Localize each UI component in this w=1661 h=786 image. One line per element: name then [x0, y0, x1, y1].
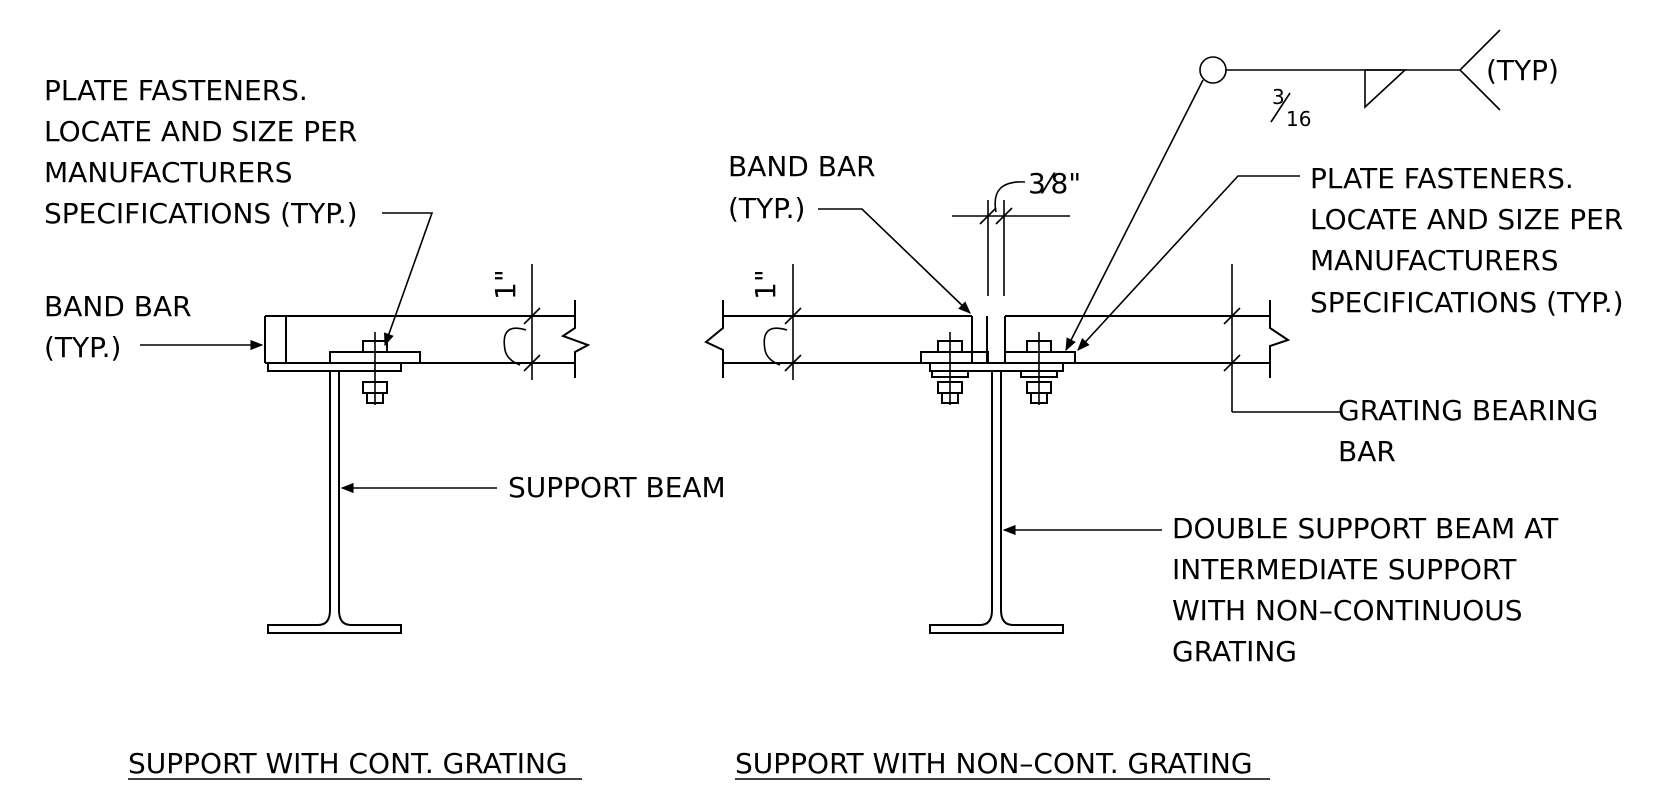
right-title: SUPPORT WITH NON–CONT. GRATING	[735, 747, 1253, 780]
left-support-beam-label: SUPPORT BEAM	[508, 471, 726, 504]
weld-size-numerator: 3	[1272, 85, 1285, 109]
weld-size-denominator: 16	[1286, 107, 1311, 131]
left-support-beam-note: SUPPORT BEAM	[340, 471, 726, 504]
right-depth-dimension: 1"	[749, 264, 802, 380]
right-gap-dimension: 3⁄8"	[952, 167, 1081, 296]
left-fastener-note-line-1: PLATE FASTENERS.	[44, 74, 308, 107]
right-double-beam-note-line-1: DOUBLE SUPPORT BEAM AT	[1172, 512, 1559, 545]
weld-tail-note: (TYP)	[1486, 54, 1559, 87]
right-plate-fastener-left	[920, 332, 989, 405]
left-band-bar-note-line-1: BAND BAR	[44, 290, 192, 323]
right-fastener-note-line-1: PLATE FASTENERS.	[1310, 162, 1574, 195]
left-grating	[264, 300, 591, 378]
right-plate-fastener-right	[1004, 332, 1076, 405]
right-double-support-beam	[929, 362, 1064, 634]
right-depth-dim-label: 1"	[749, 269, 782, 300]
right-bearing-bar-note: GRATING BEARING BAR	[1338, 394, 1598, 468]
right-band-bar-note-line-1: BAND BAR	[728, 150, 876, 183]
weld-symbol: 3 16 (TYP)	[1065, 29, 1559, 352]
right-gap-dim-label: 3⁄8"	[1028, 167, 1081, 200]
left-band-bar-note-line-2: (TYP.)	[44, 331, 121, 364]
left-fastener-note: PLATE FASTENERS. LOCATE AND SIZE PER MAN…	[44, 74, 434, 347]
right-double-beam-note-line-2: INTERMEDIATE SUPPORT	[1172, 553, 1517, 586]
right-detail: 1" 3⁄8" BAND BAR (TYP.) PLATE FASTENERS	[704, 29, 1624, 780]
right-band-bar-note-line-2: (TYP.)	[728, 192, 805, 225]
left-depth-dim-label: 1"	[489, 269, 522, 300]
right-fastener-note-line-2: LOCATE AND SIZE PER	[1310, 203, 1623, 236]
left-depth-dimension: 1"	[489, 264, 541, 380]
left-plate-fastener	[329, 332, 421, 405]
left-fastener-note-line-3: MANUFACTURERS	[44, 156, 292, 189]
right-band-bar-note: BAND BAR (TYP.)	[728, 150, 971, 314]
right-bearing-bar-dimension	[1223, 264, 1340, 413]
left-fastener-note-line-4: SPECIFICATIONS (TYP.)	[44, 197, 358, 230]
left-detail: 1" PLATE FASTENERS. LOCATE AND SIZE PER …	[44, 74, 726, 780]
right-fastener-note-line-4: SPECIFICATIONS (TYP.)	[1310, 286, 1624, 319]
left-title: SUPPORT WITH CONT. GRATING	[128, 747, 568, 780]
right-double-beam-note-line-4: GRATING	[1172, 635, 1297, 668]
right-detail-title: SUPPORT WITH NON–CONT. GRATING	[735, 747, 1270, 780]
left-band-bar-note: BAND BAR (TYP.)	[44, 290, 264, 364]
left-detail-title: SUPPORT WITH CONT. GRATING	[128, 747, 582, 780]
right-double-beam-note-line-3: WITH NON–CONTINUOUS	[1172, 594, 1523, 627]
right-fastener-note: PLATE FASTENERS. LOCATE AND SIZE PER MAN…	[1077, 162, 1624, 351]
right-bearing-bar-note-line-1: GRATING BEARING	[1338, 394, 1598, 427]
right-bearing-bar-note-line-2: BAR	[1338, 435, 1396, 468]
right-double-beam-note: DOUBLE SUPPORT BEAM AT INTERMEDIATE SUPP…	[1002, 512, 1559, 668]
left-fastener-note-line-2: LOCATE AND SIZE PER	[44, 115, 357, 148]
right-fastener-note-line-3: MANUFACTURERS	[1310, 244, 1558, 277]
